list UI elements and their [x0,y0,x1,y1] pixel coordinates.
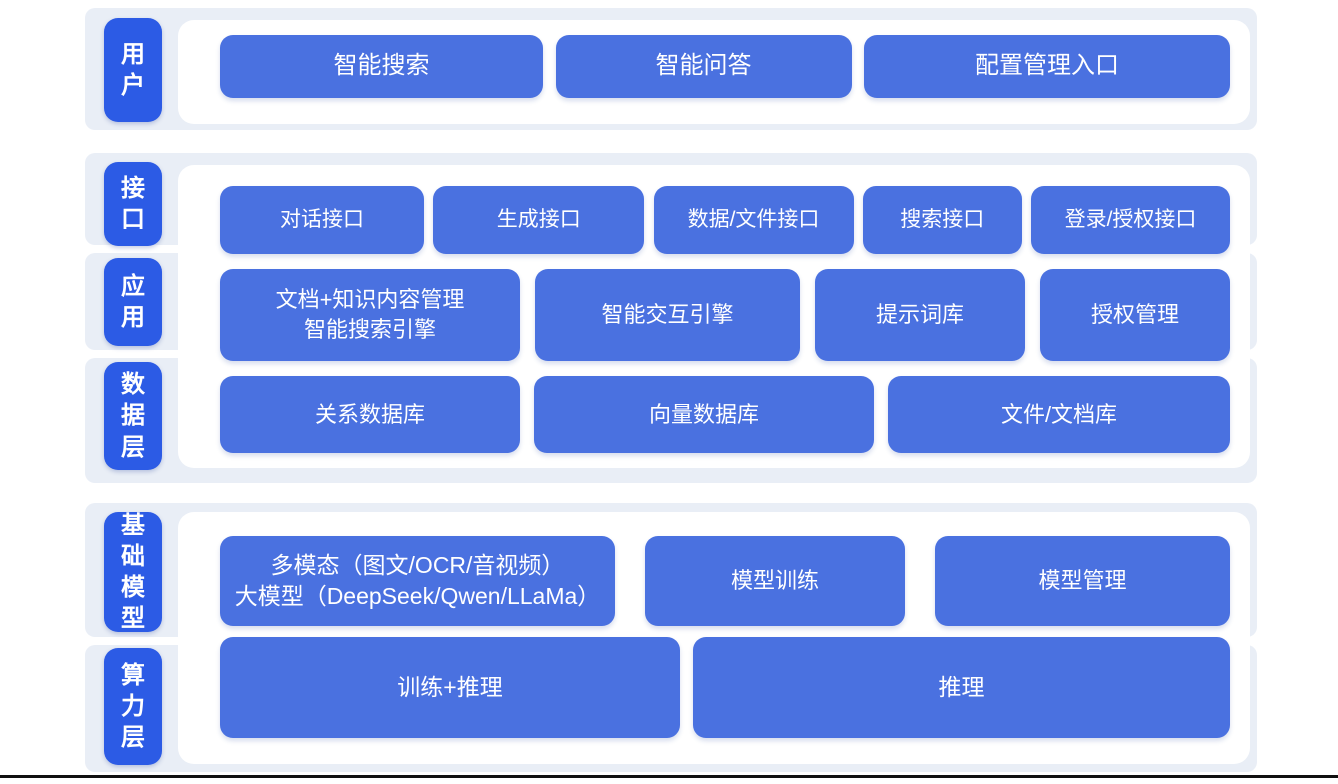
layer-chip-foundation-model-label: 基础模型 [121,511,145,633]
layer-chip-compute-layer-label: 算力层 [121,661,145,752]
node-model-training: 模型训练 [645,536,905,626]
node-smart-search: 智能搜索 [220,35,543,98]
node-doc-knowledge-search-engine: 文档+知识内容管理 智能搜索引擎 [220,269,520,361]
user-row: 智能搜索 智能问答 配置管理入口 [220,35,1230,98]
layer-chip-data-layer-label: 数据层 [121,371,145,461]
layer-chip-user-label: 用户 [121,40,145,99]
node-interaction-engine: 智能交互引擎 [535,269,800,361]
node-relational-db: 关系数据库 [220,376,520,453]
node-login-auth-api: 登录/授权接口 [1031,186,1230,254]
layer-chip-application-label: 应用 [121,272,145,331]
node-data-file-api: 数据/文件接口 [653,186,854,254]
application-row: 文档+知识内容管理 智能搜索引擎 智能交互引擎 提示词库 授权管理 [220,269,1230,361]
node-model-management: 模型管理 [935,536,1230,626]
node-smart-qa: 智能问答 [555,35,852,98]
layer-chip-user: 用户 [104,18,162,122]
foundation-model-row: 多模态（图文/OCR/音视频） 大模型（DeepSeek/Qwen/LLaMa）… [220,536,1230,626]
data-layer-row: 关系数据库 向量数据库 文件/文档库 [220,376,1230,453]
bottom-border-line [0,775,1338,778]
node-prompt-library: 提示词库 [815,269,1025,361]
node-config-management-entry: 配置管理入口 [864,35,1230,98]
node-vector-db: 向量数据库 [534,376,874,453]
node-training-inference: 训练+推理 [220,637,680,738]
node-inference: 推理 [693,637,1230,738]
layer-chip-compute-layer: 算力层 [104,648,162,765]
layer-chip-application: 应用 [104,258,162,346]
node-multimodal-llm: 多模态（图文/OCR/音视频） 大模型（DeepSeek/Qwen/LLaMa） [220,536,615,626]
node-generation-api: 生成接口 [433,186,645,254]
compute-layer-row: 训练+推理 推理 [220,637,1230,738]
layer-chip-data-layer: 数据层 [104,362,162,470]
node-search-api: 搜索接口 [862,186,1022,254]
node-dialog-api: 对话接口 [220,186,424,254]
layer-chip-foundation-model: 基础模型 [104,512,162,632]
node-auth-management: 授权管理 [1040,269,1230,361]
layer-chip-interface: 接口 [104,162,162,246]
node-file-doc-store: 文件/文档库 [888,376,1230,453]
interface-row: 对话接口 生成接口 数据/文件接口 搜索接口 登录/授权接口 [220,186,1230,254]
layer-chip-interface-label: 接口 [121,174,145,233]
